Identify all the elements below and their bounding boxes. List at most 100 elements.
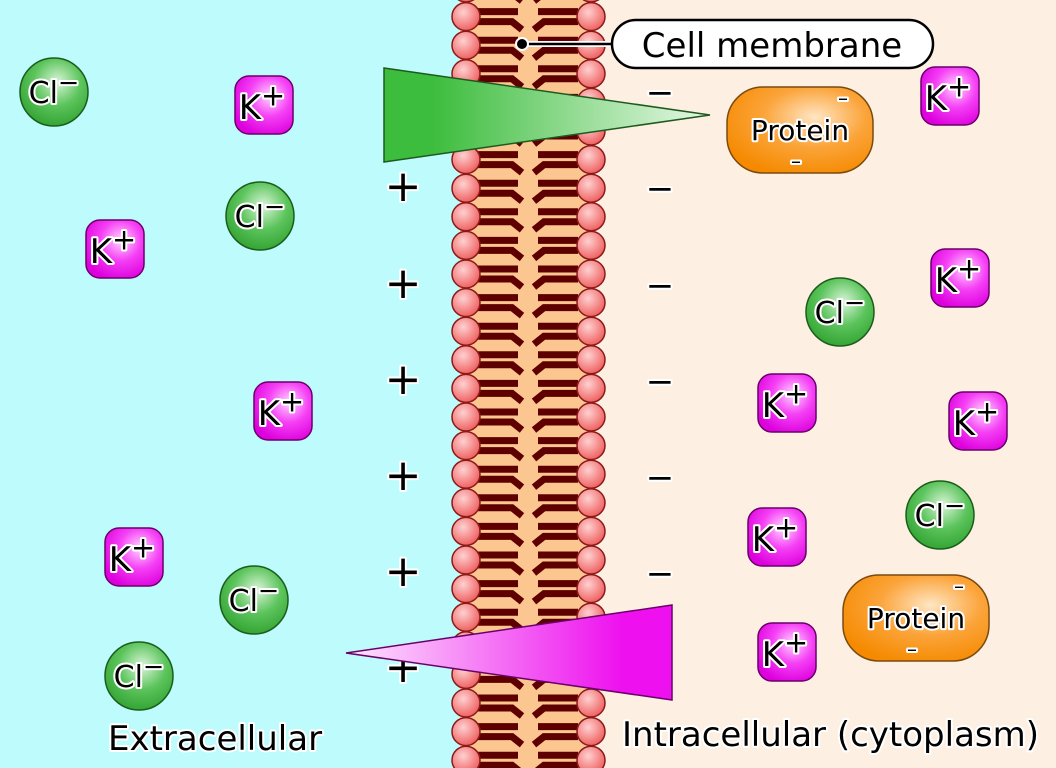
lipid-tail [478, 723, 525, 748]
protein-body [842, 574, 990, 662]
lipid-tail [531, 723, 578, 748]
lipid-head [451, 516, 481, 547]
lipid-tail [478, 236, 525, 262]
lipid-tail [478, 36, 525, 61]
lipid-head [576, 173, 606, 203]
protein-charge: – [838, 86, 848, 110]
callout-dot [515, 37, 529, 51]
potassium-ion: K+ [757, 373, 817, 433]
negative-charge: − [646, 554, 675, 594]
lipid-tail [531, 265, 578, 290]
negative-charge: − [646, 266, 675, 306]
chloride-ion-body [19, 57, 89, 127]
lipid-tail [531, 580, 578, 605]
ion-charge: + [784, 625, 808, 659]
lipid-tail [531, 208, 578, 233]
phospholipid-pair [451, 316, 606, 347]
positive-charge: + [385, 546, 422, 597]
lipid-head [576, 287, 606, 318]
negative-charge: − [646, 458, 675, 498]
membrane-callout: Cell membrane [515, 18, 935, 70]
lipid-tail [478, 151, 525, 176]
positive-charge: + [385, 161, 422, 212]
lipid-head [451, 316, 481, 346]
lipid-head [451, 202, 481, 232]
lipid-tail [531, 437, 578, 462]
lipid-tail [531, 322, 578, 347]
lipid-head [451, 287, 481, 318]
ion-charge: − [143, 652, 164, 682]
lipid-head [451, 488, 481, 518]
lipid-head [451, 402, 481, 432]
lipid-tail [478, 208, 525, 233]
protein-body [726, 86, 874, 174]
ion-charge: + [131, 530, 155, 564]
negative-charge: − [646, 362, 675, 402]
potassium-gradient-arrow [345, 604, 673, 701]
phospholipid-pair [451, 373, 606, 405]
phospholipid-pair [451, 173, 606, 204]
lipid-head [451, 430, 481, 461]
lipid-head [451, 173, 481, 203]
phospholipid-pair [451, 545, 606, 576]
lipid-tail [534, 751, 578, 768]
lipid-head [576, 430, 606, 461]
potassium-ion-body [757, 373, 817, 433]
lipid-head [576, 1, 606, 32]
lipid-tail [531, 379, 578, 405]
lipid-tail [531, 8, 578, 33]
phospholipid-pair [451, 230, 606, 262]
ion-label: Cl− [114, 652, 165, 695]
positive-charge: + [385, 450, 422, 501]
lipid-head [451, 259, 481, 289]
potassium-ion: K+ [234, 75, 294, 135]
chloride-ion: Cl− [19, 57, 89, 127]
lipid-head [451, 573, 481, 604]
lipid-head [576, 488, 606, 518]
negative-charge: − [646, 169, 675, 209]
phospholipid-pair [451, 745, 606, 768]
lipid-head [576, 230, 606, 261]
lipid-head [451, 716, 481, 747]
lipid-tail [531, 694, 578, 719]
potassium-ion-body [757, 622, 817, 682]
phospholipid-pair [451, 259, 606, 290]
phospholipid-pair [451, 459, 606, 490]
lipid-tail [531, 236, 578, 262]
lipid-tail [478, 179, 525, 204]
ion-charge: + [774, 510, 798, 544]
lipid-tail [478, 694, 525, 719]
lipid-head [451, 688, 481, 718]
ion-label: Cl− [29, 68, 80, 111]
ion-charge: − [258, 576, 279, 606]
positive-charge: + [385, 354, 422, 405]
lipid-head [451, 345, 481, 375]
lipid-head [451, 745, 481, 768]
phospholipid-pair [451, 516, 606, 548]
lipid-tail [478, 379, 525, 405]
lipid-tail [478, 8, 525, 33]
chloride-gradient-arrow [383, 67, 711, 163]
extracellular-label: Extracellular [108, 719, 322, 759]
ions: Cl−Cl−Cl−Cl−Cl−Cl−K+K+K+K+K+K+K+K+K+K+Pr… [19, 57, 1008, 711]
potassium-ion: K+ [85, 219, 145, 279]
lipid-tail [478, 265, 525, 290]
lipid-head [576, 516, 606, 547]
potassium-ion-body [747, 507, 807, 567]
lipid-head [576, 573, 606, 604]
lipid-tail [531, 465, 578, 490]
chloride-ion: Cl− [905, 480, 975, 550]
lipid-head [451, 459, 481, 489]
lipid-head [576, 716, 606, 747]
ion-charge: − [264, 192, 285, 222]
potassium-ion-body [234, 75, 294, 135]
lipid-tail [478, 580, 525, 605]
lipid-tail [478, 351, 525, 376]
lipid-head [576, 316, 606, 346]
chloride-ion-body [219, 565, 289, 635]
lipid-head [576, 202, 606, 232]
lipid-head [576, 545, 606, 575]
potassium-ion-body [85, 219, 145, 279]
potassium-ion-body [948, 391, 1008, 451]
membrane-label: Cell membrane [642, 26, 902, 66]
